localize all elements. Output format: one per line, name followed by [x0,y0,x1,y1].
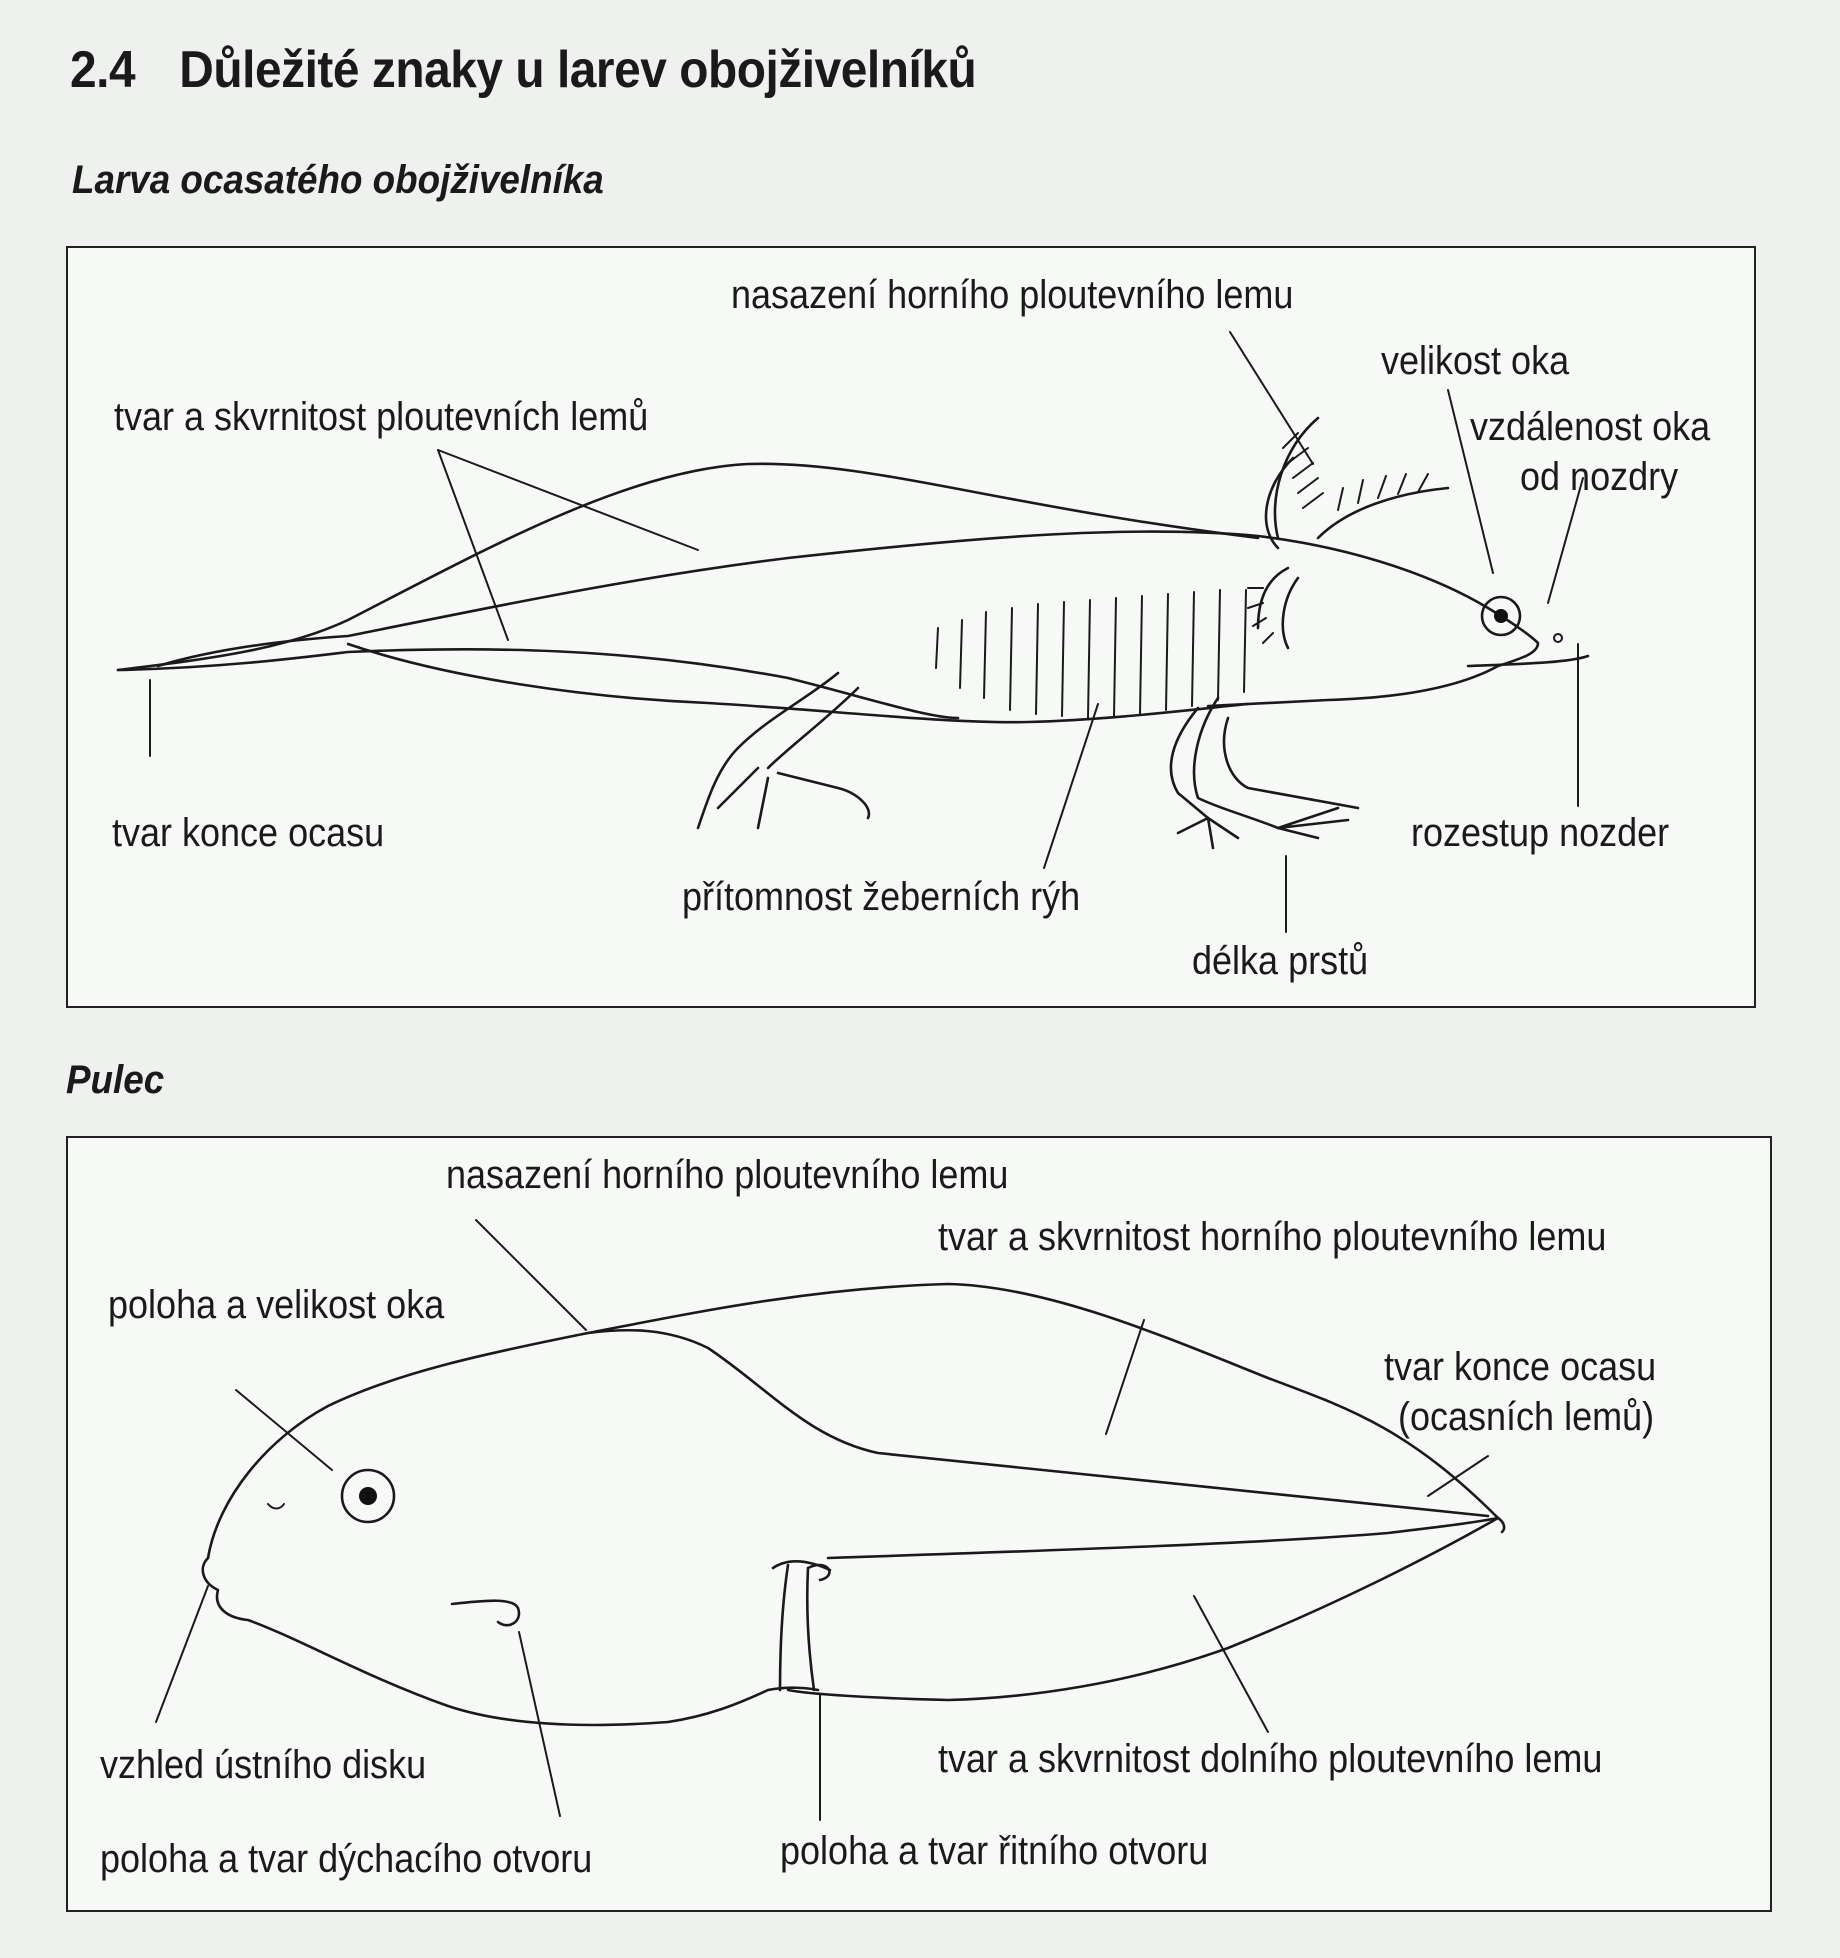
larva-nostril [1553,633,1563,643]
larva-mouth [1466,654,1590,668]
section-title-text: Důležité znaky u larev obojživelníků [179,41,977,99]
tadpole-vent [771,1560,832,1692]
larva-heading: Larva ocasatého obojživelníka [72,158,604,202]
label-lower-fin-shape: tvar a skvrnitost dolního ploutevního le… [938,1737,1603,1781]
label-toe-length: délka prstů [1192,939,1369,983]
tadpole-spiracle [450,1599,521,1627]
larva-gills [1247,416,1450,650]
label-eye-size: velikost oka [1381,339,1570,383]
tadpole-body-outline [201,1282,1506,1727]
larva-leader-lines [149,331,1584,933]
label-fin-shape-spots: tvar a skvrnitost ploutevních lemů [114,395,649,439]
label-eye-nostril-distance-2: od nozdry [1520,455,1679,499]
tadpole-heading: Pulec [66,1058,165,1102]
larva-hind-leg [696,671,1240,850]
page-title: 2.4 Důležité znaky u larev obojživelníků [70,40,977,100]
larva-front-leg [1192,696,1360,840]
label-upper-fin-shape: tvar a skvrnitost horního ploutevního le… [938,1215,1607,1259]
tadpole-leader-lines [155,1219,1489,1821]
label-eye-position-size: poloha a velikost oka [108,1283,445,1327]
larva-diagram-panel: nasazení horního ploutevního lemu veliko… [66,246,1756,1008]
label-upper-fin-origin: nasazení horního ploutevního lemu [731,273,1294,317]
label-spiracle: poloha a tvar dýchacího otvoru [100,1837,593,1881]
larva-eye [1480,595,1522,637]
section-number: 2.4 [70,41,136,99]
label-costal-grooves: přítomnost žeberních rýh [682,875,1081,919]
label-vent: poloha a tvar řitního otvoru [780,1829,1209,1873]
tadpole-nostril [267,1503,285,1510]
label-tail-tip-1: tvar konce ocasu [1384,1345,1657,1389]
label-eye-nostril-distance-1: vzdálenost oka [1470,405,1711,449]
larva-costal-grooves [935,589,1247,719]
tadpole-diagram-panel: nasazení horního ploutevního lemu tvar a… [66,1136,1772,1912]
larva-illustration [116,331,1590,933]
label-tail-tip-2: (ocasních lemů) [1398,1395,1655,1439]
label-nostril-spacing: rozestup nozder [1411,811,1670,855]
label-oral-disc: vzhled ústního disku [100,1743,427,1787]
label-upper-fin-origin: nasazení horního ploutevního lemu [446,1153,1009,1197]
larva-body-outline [116,462,1540,724]
label-tail-tip-shape: tvar konce ocasu [112,811,385,855]
tadpole-illustration [155,1219,1506,1821]
tadpole-eye [340,1468,396,1524]
